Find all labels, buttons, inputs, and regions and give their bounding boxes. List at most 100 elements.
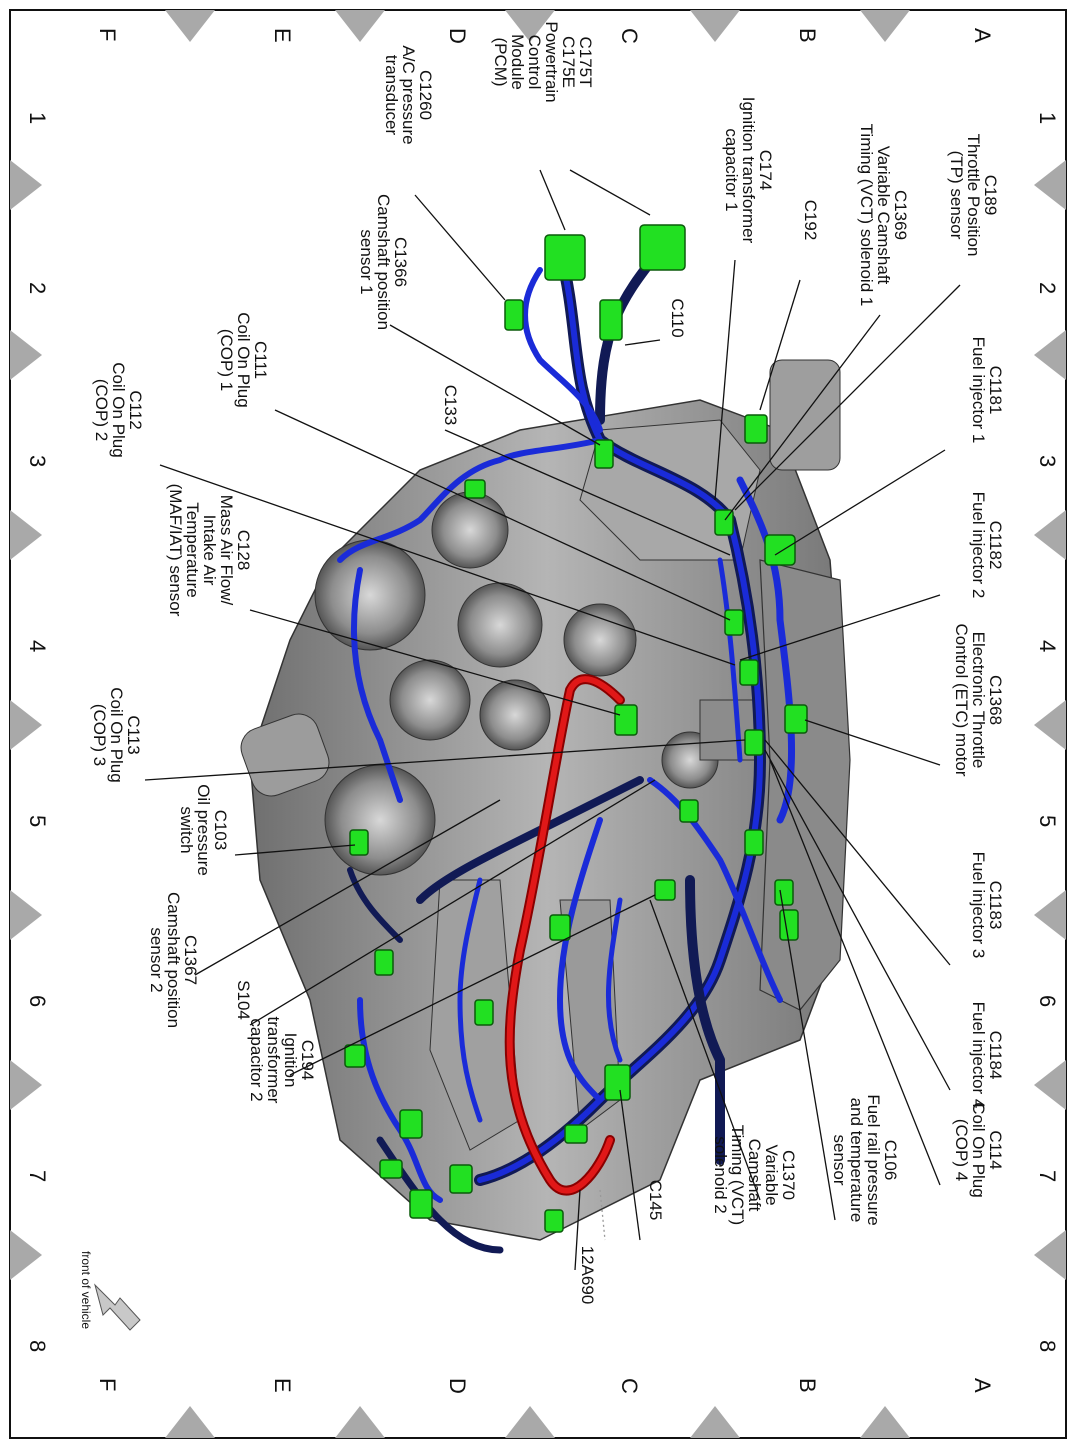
label-c1367: C1367Camshaft positionsensor 2 xyxy=(147,892,200,1028)
grid-letter-a-top: A xyxy=(970,28,995,43)
label-c114-line: (COP) 4 xyxy=(952,1119,971,1181)
label-c112-line: Coil On Plug xyxy=(109,362,128,457)
label-c112-line: (COP) 2 xyxy=(92,379,111,441)
label-c103: C103Oil pressureswitch xyxy=(177,784,230,876)
grid-number-6-left: 6 xyxy=(25,995,50,1007)
label-c1367-line: C1367 xyxy=(181,935,200,985)
label-c106: C106Fuel rail pressureand temperaturesen… xyxy=(830,1094,900,1225)
label-c114-line: Coil On Plug xyxy=(969,1102,988,1197)
grid-letter-c-bottom: C xyxy=(617,1378,642,1394)
label-c145-line: C145 xyxy=(646,1180,665,1221)
label-c128-line: (MAF/IAT) sensor xyxy=(166,484,185,617)
label-front_of_vehicle-line: front of vehicle xyxy=(79,1251,93,1329)
label-c1181-line: Fuel injector 1 xyxy=(969,337,988,444)
grid-number-8-left: 8 xyxy=(25,1340,50,1352)
label-c103-line: C103 xyxy=(211,810,230,851)
grid-number-2-right: 2 xyxy=(1035,282,1060,294)
label-c175-line: C175E xyxy=(559,36,578,88)
label-12a690: 12A690 xyxy=(578,1246,597,1305)
label-c128-line: C128 xyxy=(234,530,253,571)
label-c111-line: (COP) 1 xyxy=(217,329,236,391)
label-c1368-line: C1368 xyxy=(986,675,1005,725)
label-c111: C111Coil On Plug(COP) 1 xyxy=(217,312,270,407)
grid-letter-a-bottom: A xyxy=(970,1378,995,1393)
label-c175: C175TC175EPowertrainControlModule(PCM) xyxy=(491,21,595,102)
label-c189: C189Throttle Position(TP) sensor xyxy=(947,134,1000,257)
label-c1369-line: Variable Camshaft xyxy=(874,146,893,285)
label-c1182-line: Fuel injector 2 xyxy=(969,492,988,599)
label-c1181: C1181Fuel injector 1 xyxy=(969,337,1005,444)
label-c106-line: C106 xyxy=(881,1140,900,1181)
label-c1367-line: sensor 2 xyxy=(147,927,166,992)
label-c1369-line: C1369 xyxy=(891,190,910,240)
grid-number-6-right: 6 xyxy=(1035,995,1060,1007)
label-c194-line: capacitor 2 xyxy=(247,1018,266,1101)
label-c1260-line: A/C pressure xyxy=(399,45,418,144)
label-c175-line: Control xyxy=(525,35,544,90)
label-c1366-line: C1366 xyxy=(391,237,410,287)
grid-number-4-left: 4 xyxy=(25,640,50,652)
grid-number-5-right: 5 xyxy=(1035,815,1060,827)
label-c1260-line: C1260 xyxy=(416,70,435,120)
label-c110-line: C110 xyxy=(668,298,687,337)
label-c112-line: C112 xyxy=(126,390,145,429)
label-c1260-line: transducer xyxy=(382,55,401,136)
label-c174-line: C174 xyxy=(756,150,775,191)
grid-number-3-left: 3 xyxy=(25,455,50,467)
label-c194-line: C194 xyxy=(298,1040,317,1081)
label-c114-line: C114 xyxy=(986,1130,1005,1169)
grid-letter-e-bottom: E xyxy=(270,1378,295,1393)
label-c175-line: Powertrain xyxy=(542,21,561,102)
leader-lines xyxy=(144,169,961,1271)
label-s104: S104 xyxy=(234,980,253,1020)
label-c133-line: C133 xyxy=(441,385,460,426)
grid-letter-f-top: F xyxy=(95,28,120,41)
label-c1182-line: C1182 xyxy=(986,521,1005,570)
label-c112: C112Coil On Plug(COP) 2 xyxy=(92,362,145,457)
label-c189-line: C189 xyxy=(981,175,1000,216)
grid-number-2-left: 2 xyxy=(25,282,50,294)
grid-number-8-right: 8 xyxy=(1035,1340,1060,1352)
label-c175-line: Module xyxy=(508,34,527,90)
grid-letter-b-top: B xyxy=(795,28,820,43)
grid-number-3-right: 3 xyxy=(1035,455,1060,467)
label-c113-line: Coil On Plug xyxy=(107,687,126,782)
label-c1181-line: C1181 xyxy=(986,366,1005,415)
label-c1370-line: Timing (VCT) xyxy=(728,1125,747,1225)
grid-number-7-left: 7 xyxy=(25,1170,50,1182)
label-c1368: C1368Electronic ThrottleControl (ETC) mo… xyxy=(952,623,1005,776)
label-c189-line: (TP) sensor xyxy=(947,151,966,240)
label-c1184-line: C1184 xyxy=(986,1031,1005,1080)
label-c1184: C1184Fuel injector 4 xyxy=(969,1002,1005,1109)
grid-letter-f-bottom: F xyxy=(95,1378,120,1391)
label-c128: C128Mass Air Flow/Intake AirTemperature(… xyxy=(166,484,253,617)
grid-number-5-left: 5 xyxy=(25,815,50,827)
grid-letter-b-bottom: B xyxy=(795,1378,820,1393)
grid-letter-d-bottom: D xyxy=(445,1378,470,1394)
label-front_of_vehicle: front of vehicle xyxy=(79,1251,93,1329)
label-c1183-line: Fuel injector 3 xyxy=(969,852,988,959)
label-c192: C192 xyxy=(801,200,820,241)
label-c113-line: C113 xyxy=(124,715,143,754)
grid-number-4-right: 4 xyxy=(1035,640,1060,652)
label-c113-line: (COP) 3 xyxy=(90,704,109,766)
label-s104-line: S104 xyxy=(234,980,253,1020)
label-c192-line: C192 xyxy=(801,200,820,241)
label-c174-line: Ignition transformer xyxy=(739,97,758,244)
label-c106-line: Fuel rail pressure xyxy=(864,1094,883,1225)
label-c114: C114Coil On Plug(COP) 4 xyxy=(952,1102,1005,1197)
grid-number-1-right: 1 xyxy=(1035,112,1060,124)
label-c111-line: C111 xyxy=(251,341,270,379)
label-c1260: C1260A/C pressuretransducer xyxy=(382,45,435,144)
front-of-vehicle-arrow-icon xyxy=(94,1283,141,1331)
zone-markers xyxy=(10,10,1066,1438)
grid-letter-c-top: C xyxy=(617,28,642,44)
grid-letter-d-top: D xyxy=(445,28,470,44)
label-c1183: C1183Fuel injector 3 xyxy=(969,852,1005,959)
label-c113: C113Coil On Plug(COP) 3 xyxy=(90,687,143,782)
label-c1369: C1369Variable CamshaftTiming (VCT) solen… xyxy=(857,124,910,307)
label-c1370: C1370VariableCamshaftTiming (VCT)solenoi… xyxy=(711,1125,798,1225)
callout-labels: C189Throttle Position(TP) sensor C1369Var… xyxy=(79,21,1005,1329)
label-c145: C145 xyxy=(646,1180,665,1221)
connectors xyxy=(344,224,808,1233)
